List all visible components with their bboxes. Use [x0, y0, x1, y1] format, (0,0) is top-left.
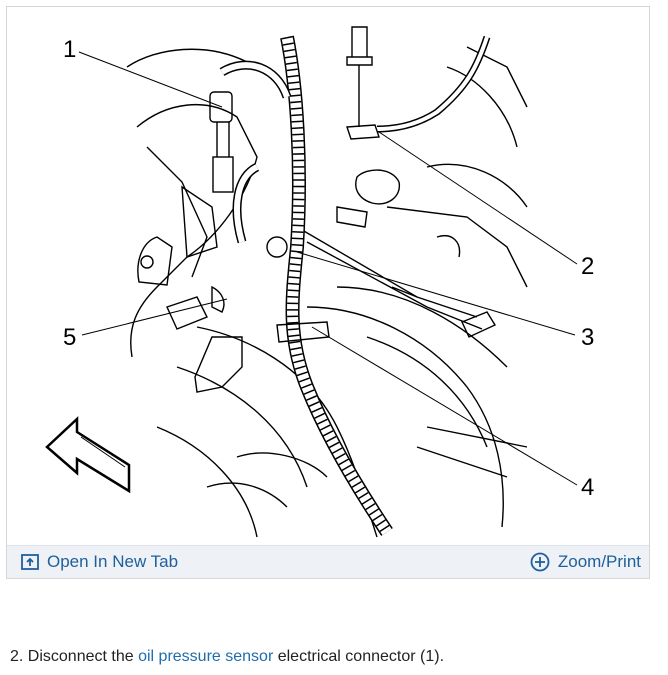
engine-wiring-diagram: 1 2 3 4 5 [45, 26, 594, 538]
step-number: 2. [10, 648, 24, 665]
open-in-new-tab-button[interactable]: Open In New Tab [21, 552, 178, 572]
figure-toolbar: Open In New Tab Zoom/Print [7, 545, 649, 578]
step-instruction: 2. Disconnect the oil pressure sensor el… [10, 648, 444, 666]
forward-direction-arrow [45, 416, 131, 494]
zoom-print-label: Zoom/Print [557, 552, 641, 571]
oil-pressure-sensor-link[interactable]: oil pressure sensor [138, 648, 274, 665]
callout-1: 1 [63, 36, 76, 63]
open-in-new-tab-label: Open In New Tab [47, 552, 179, 571]
open-in-new-tab-icon [21, 554, 39, 570]
zoom-print-button[interactable]: Zoom/Print [530, 552, 641, 572]
zoom-plus-icon [530, 552, 550, 572]
callout-2: 2 [581, 253, 594, 280]
callout-4: 4 [581, 474, 594, 501]
step-text-after: electrical connector (1). [277, 648, 445, 665]
step-text-before: Disconnect the [27, 648, 134, 665]
figure-card: 1 2 3 4 5 Open In New Tab Zoom/Print [6, 6, 650, 579]
callout-3: 3 [581, 324, 594, 351]
callout-5: 5 [63, 324, 76, 351]
